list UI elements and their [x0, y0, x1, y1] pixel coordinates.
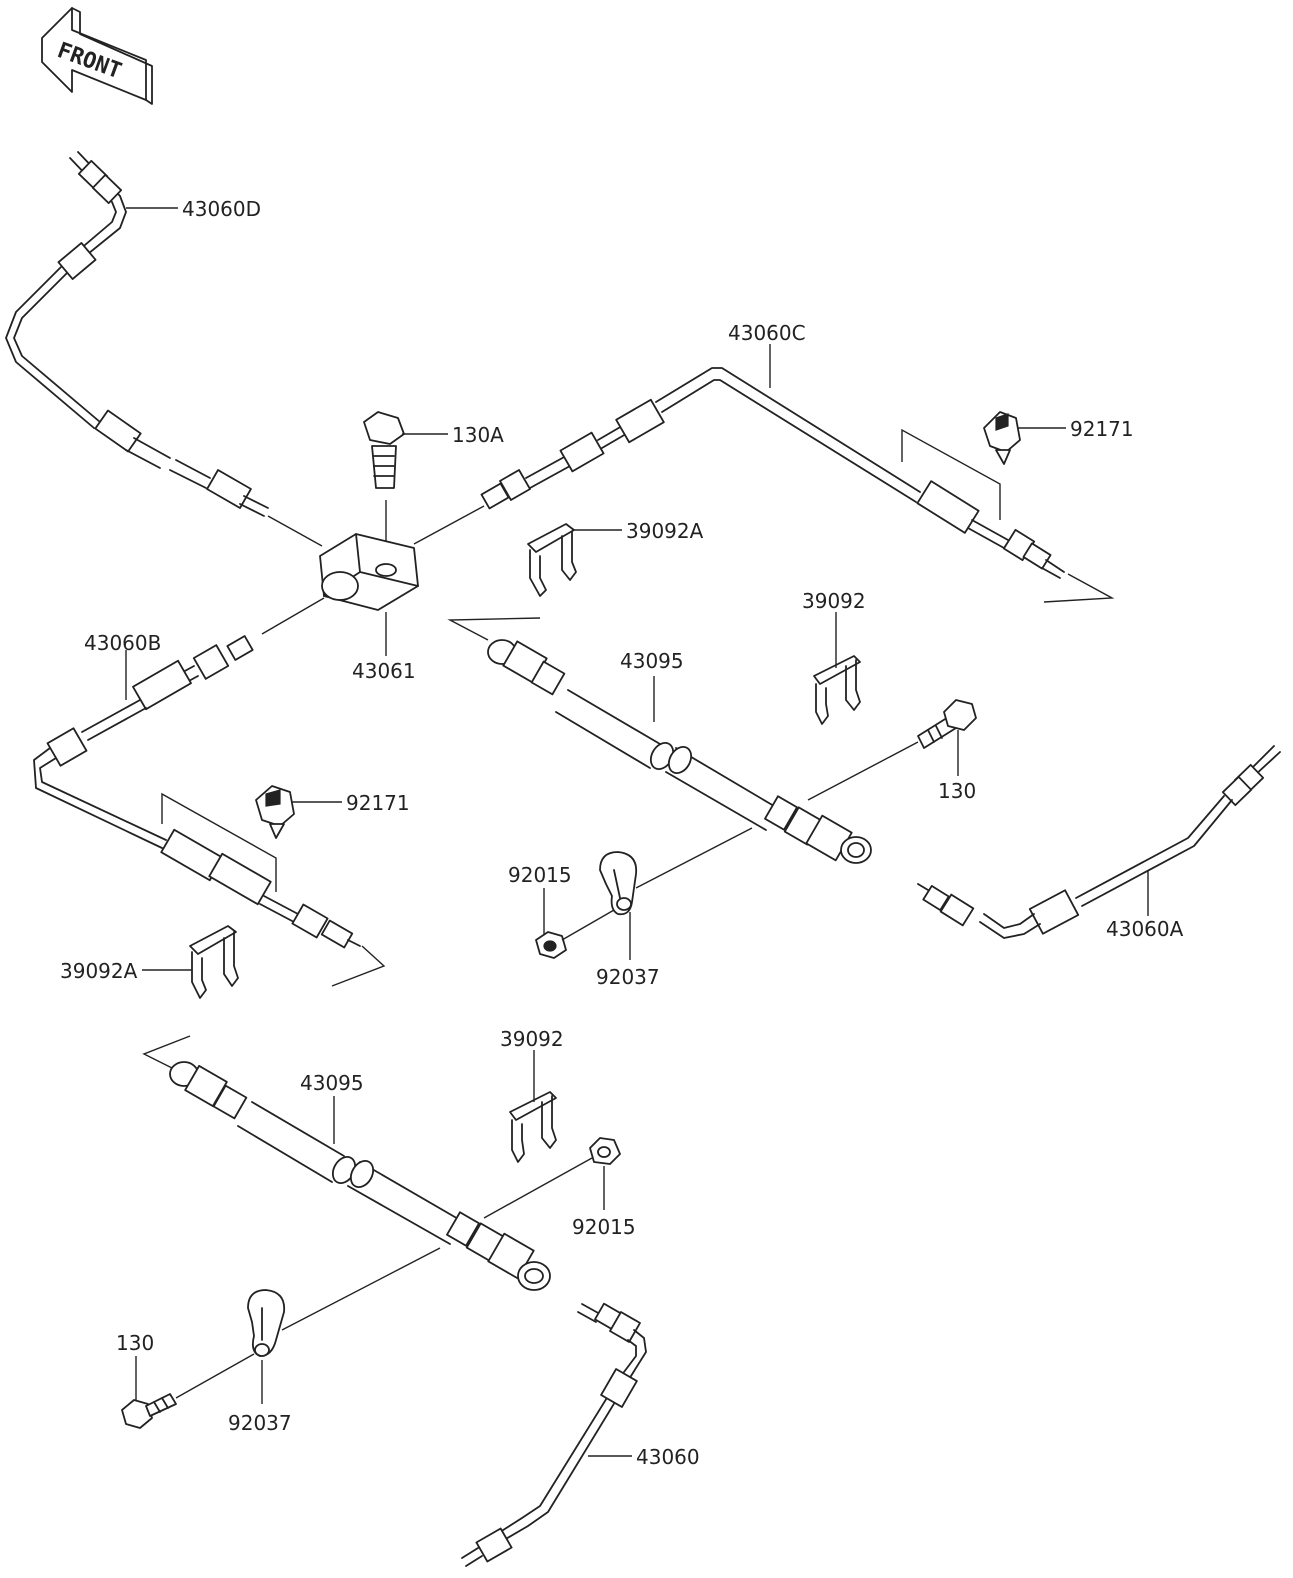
label-130-right: 130	[938, 779, 976, 803]
clip-92171-top	[983, 411, 1021, 465]
label-92037-low: 92037	[228, 1411, 292, 1435]
front-direction-arrow-icon: FRONT	[41, 7, 153, 105]
clip-92171-mid	[255, 785, 295, 839]
clip-39092-low	[509, 1091, 557, 1163]
label-130A: 130A	[452, 423, 504, 447]
nut-92015-mid	[535, 931, 567, 959]
label-92171-top: 92171	[1070, 417, 1134, 441]
bolt-130-right	[917, 699, 977, 749]
brake-pipe-43060B	[33, 635, 386, 987]
brake-pipe-43060C	[480, 367, 1115, 603]
label-43060C: 43060C	[728, 321, 806, 345]
brake-pipe-43060	[461, 1302, 647, 1567]
clip-39092-top	[813, 655, 861, 725]
label-43060A: 43060A	[1106, 917, 1184, 941]
label-130-low: 130	[116, 1331, 154, 1355]
label-43095-top: 43095	[620, 649, 684, 673]
brake-hose-43095-low	[142, 1035, 551, 1291]
label-39092-low: 39092	[500, 1027, 564, 1051]
label-92037-mid: 92037	[596, 965, 660, 989]
label-39092A-top: 39092A	[626, 519, 704, 543]
label-92171-mid: 92171	[346, 791, 410, 815]
brake-joint-43061	[319, 533, 419, 611]
label-43060D: 43060D	[182, 197, 261, 221]
brake-pipe-43060A	[917, 745, 1281, 939]
brake-pipe-43060D	[5, 151, 269, 517]
clip-39092A-low	[189, 925, 239, 999]
label-92015-left: 92015	[508, 863, 572, 887]
label-43061: 43061	[352, 659, 416, 683]
nut-92015-low	[589, 1137, 621, 1165]
label-39092A-low: 39092A	[60, 959, 138, 983]
clamp-92037-mid	[599, 851, 638, 916]
label-92015-low: 92015	[572, 1215, 636, 1239]
bolt-130-low	[121, 1393, 177, 1429]
label-43095-low: 43095	[300, 1071, 364, 1095]
brake-hose-43095-top	[447, 617, 872, 864]
label-39092-top: 39092	[802, 589, 866, 613]
clip-39092A-top	[527, 523, 577, 597]
label-43060: 43060	[636, 1445, 700, 1469]
clamp-92037-low	[247, 1289, 286, 1357]
bolt-130A	[363, 411, 405, 489]
label-43060B: 43060B	[84, 631, 161, 655]
